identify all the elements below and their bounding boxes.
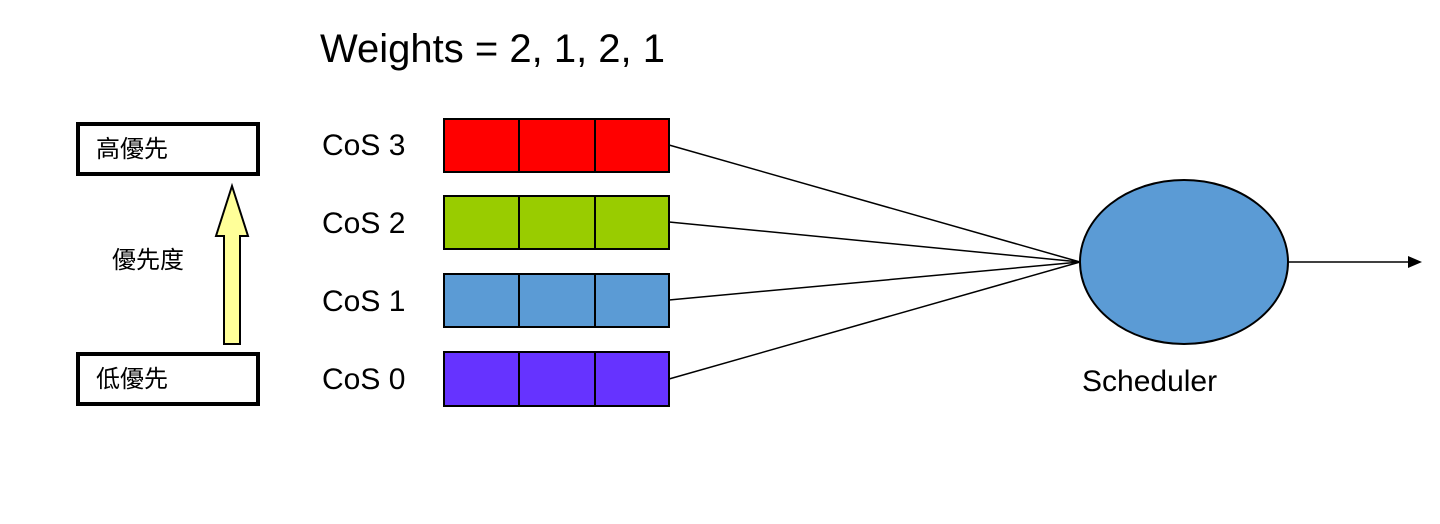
scheduler-node bbox=[1079, 179, 1289, 345]
queue-cell bbox=[443, 118, 520, 173]
priority-axis-label: 優先度 bbox=[112, 246, 184, 274]
queue-cell bbox=[443, 273, 520, 328]
queue-cell bbox=[518, 273, 596, 328]
queue-cos-2 bbox=[443, 195, 670, 250]
scheduler-label: Scheduler bbox=[1082, 365, 1218, 398]
connector-cos-3 bbox=[668, 144, 1081, 263]
queue-cos-3 bbox=[443, 118, 670, 173]
queue-label-cos-3: CoS 3 bbox=[322, 129, 406, 162]
queue-cell bbox=[594, 351, 670, 407]
queue-cell bbox=[518, 195, 596, 250]
low-priority-box: 低優先 bbox=[76, 352, 260, 406]
queue-cell bbox=[443, 195, 520, 250]
queue-cell bbox=[518, 351, 596, 407]
queue-label-cos-0: CoS 0 bbox=[322, 363, 406, 396]
connector-cos-1 bbox=[668, 261, 1081, 301]
queue-cell bbox=[594, 118, 670, 173]
high-priority-box: 高優先 bbox=[76, 122, 260, 176]
queue-cos-0 bbox=[443, 351, 670, 407]
queue-label-cos-2: CoS 2 bbox=[322, 207, 406, 240]
priority-arrow bbox=[214, 182, 250, 345]
queue-cell bbox=[594, 195, 670, 250]
queue-cell bbox=[518, 118, 596, 173]
connector-cos-2 bbox=[668, 221, 1081, 263]
connector-cos-0 bbox=[668, 261, 1081, 380]
queue-label-cos-1: CoS 1 bbox=[322, 285, 406, 318]
queue-cos-1 bbox=[443, 273, 670, 328]
queue-cell bbox=[594, 273, 670, 328]
queue-cell bbox=[443, 351, 520, 407]
diagram-title: Weights = 2, 1, 2, 1 bbox=[320, 27, 666, 71]
output-arrowhead bbox=[1408, 256, 1422, 268]
